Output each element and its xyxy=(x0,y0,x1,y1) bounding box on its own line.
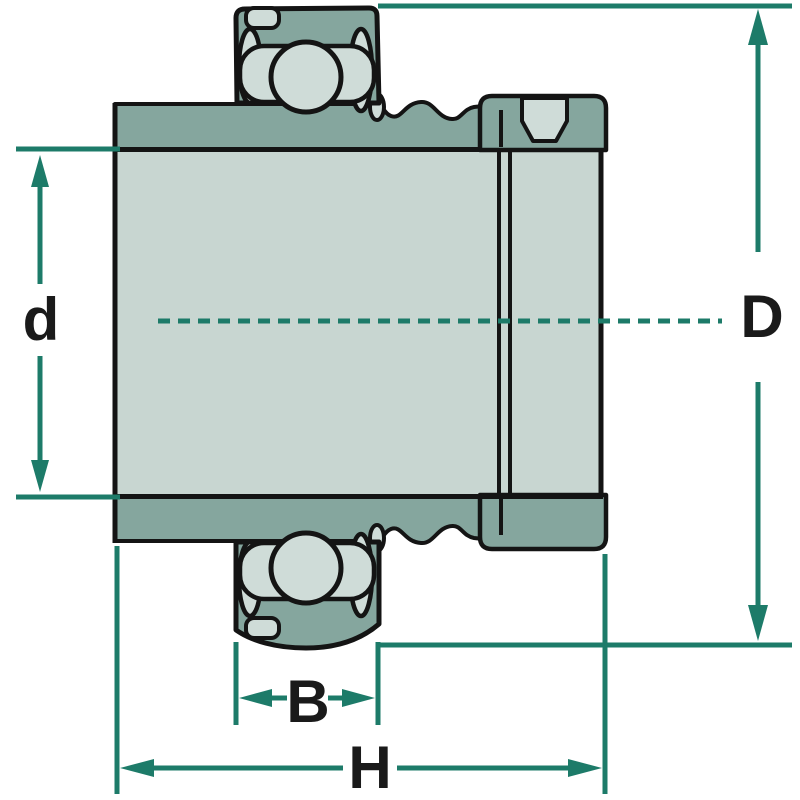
d-arrowhead-up xyxy=(31,155,49,187)
seal-groove-top xyxy=(244,6,281,30)
H-arrowhead-right xyxy=(568,759,602,777)
dimension-D: D xyxy=(378,3,792,648)
d-label: d xyxy=(23,286,60,353)
ball-bottom xyxy=(268,530,344,606)
D-arrowhead-down xyxy=(748,605,768,641)
H-arrowhead-left xyxy=(120,759,154,777)
d-arrowhead-down xyxy=(31,460,49,492)
dimension-H: H xyxy=(114,546,608,800)
D-arrowhead-up xyxy=(748,9,768,45)
set-screw xyxy=(520,96,569,143)
locking-collar-top xyxy=(477,93,609,153)
collar-bottom-block xyxy=(477,492,609,552)
B-label: B xyxy=(286,668,329,735)
dimension-B: B xyxy=(233,642,381,735)
locking-collar-bottom xyxy=(477,492,609,552)
D-label: D xyxy=(740,283,783,350)
ball-top xyxy=(268,39,344,115)
dimension-d: d xyxy=(16,146,120,500)
bearing-top xyxy=(233,5,382,115)
B-arrowhead-left xyxy=(239,689,272,707)
bearing-bottom xyxy=(233,530,382,651)
B-arrowhead-right xyxy=(342,689,375,707)
seal-groove-bottom xyxy=(244,616,281,640)
H-label: H xyxy=(348,734,391,800)
